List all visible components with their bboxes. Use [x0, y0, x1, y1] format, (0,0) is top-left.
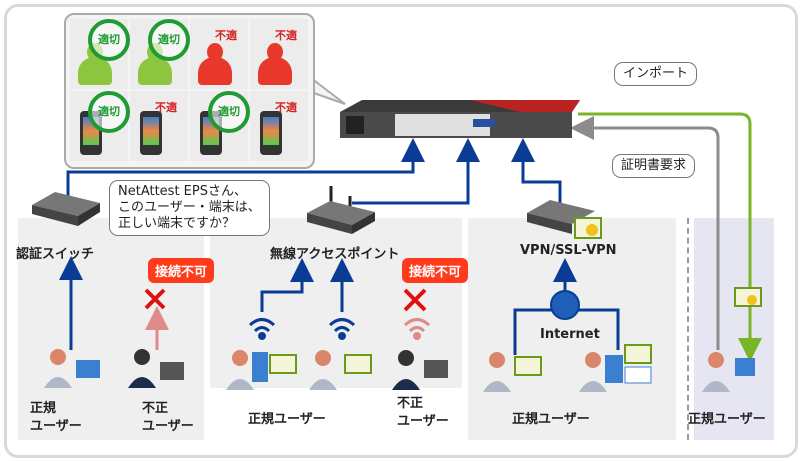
appropriate-badge: 適切 — [88, 19, 130, 61]
wireless-ap-device — [307, 186, 375, 234]
question-line-2: このユーザー・端末は、 — [118, 200, 261, 215]
legit-user-icon-switch — [44, 349, 100, 388]
legit-user-label-local: 正規ユーザー — [688, 412, 766, 427]
link-wifi1-ap — [260, 258, 314, 312]
legit-user-label-switch: 正規ユーザー — [30, 401, 82, 434]
matrix-cell-phone-ng: 不適 — [250, 82, 308, 161]
matrix-cell-user-ok: 適切 — [130, 19, 190, 89]
link-switch-eps — [66, 138, 425, 198]
appropriate-badge: 適切 — [208, 91, 250, 133]
inappropriate-badge: 不適 — [206, 10, 246, 62]
question-line-3: 正しい端末ですか？ — [118, 216, 236, 231]
legit-user-label-wireless: 正規ユーザー — [248, 412, 326, 427]
internet-globe-icon — [550, 290, 580, 320]
appropriate-badge: 適切 — [88, 91, 130, 133]
cert-request-callout: 証明書要求 — [612, 154, 696, 178]
wifi-icon-legit-1 — [248, 318, 276, 340]
legit-user-icon-vpn-2 — [579, 344, 652, 392]
wireless-ap-label: 無線アクセスポイント — [270, 247, 400, 262]
denied-badge-wireless: 接続不可 — [402, 258, 469, 283]
link-ap-eps — [352, 150, 468, 205]
switch-question-callout: NetAttest EPSさん、 このユーザー・端末は、 正しい端末ですか？ — [109, 180, 270, 236]
denied-badge-switch: 接続不可 — [148, 258, 215, 283]
matrix-cell-phone-ok: 適切 — [70, 91, 130, 161]
auth-switch-device — [32, 192, 100, 226]
link-vpn-eps — [511, 138, 562, 205]
matrix-cell-phone-ok: 適切 — [190, 91, 250, 161]
zone-local — [694, 218, 774, 440]
legit-user-icon-laptop — [309, 350, 372, 390]
wifi-icon-illegit — [403, 318, 431, 340]
inappropriate-badge: 不適 — [266, 10, 306, 62]
illegit-user-label-switch: 不正ユーザー — [142, 401, 194, 434]
zone-divider — [687, 218, 689, 440]
link-import — [578, 112, 762, 362]
netattest-eps-appliance — [340, 100, 580, 138]
certificate-icon-import — [734, 287, 762, 307]
inappropriate-badge: 不適 — [266, 82, 306, 134]
zone-switch — [18, 218, 204, 440]
illegit-user-label-wireless: 不正ユーザー — [397, 396, 449, 429]
illegit-user-icon-switch — [128, 349, 184, 388]
blocked-x-icon-wireless — [403, 288, 427, 312]
inappropriate-badge: 不適 — [146, 82, 186, 134]
matrix-cell-user-ng: 不適 — [190, 10, 248, 89]
vpn-device — [527, 200, 602, 239]
matrix-cell-user-ok: 適切 — [70, 19, 130, 89]
wifi-icon-legit-2 — [328, 318, 356, 340]
import-callout: インポート — [614, 62, 698, 86]
bubble-tail — [310, 77, 346, 105]
question-line-1: NetAttest EPSさん、 — [118, 184, 247, 199]
appropriate-badge: 適切 — [148, 19, 190, 61]
legit-user-icon-tablet — [226, 350, 297, 390]
zone-vpn — [468, 218, 676, 440]
legit-user-label-vpn: 正規ユーザー — [512, 412, 590, 427]
illegit-user-icon-wireless — [392, 350, 448, 390]
link-cert-request — [570, 116, 720, 350]
auth-switch-label: 認証スイッチ — [16, 247, 95, 262]
matrix-cell-phone-ng: 不適 — [130, 82, 188, 161]
vpn-label: VPN/SSL-VPN — [520, 243, 617, 258]
internet-label: Internet — [540, 327, 600, 342]
matrix-cell-user-ng: 不適 — [250, 10, 308, 89]
legit-user-icon-vpn-1 — [483, 352, 542, 392]
blocked-x-icon-switch — [144, 288, 166, 310]
device-status-matrix: 適切適切不適不適適切不適適切不適 — [64, 10, 315, 169]
legit-user-icon-local — [702, 352, 755, 392]
